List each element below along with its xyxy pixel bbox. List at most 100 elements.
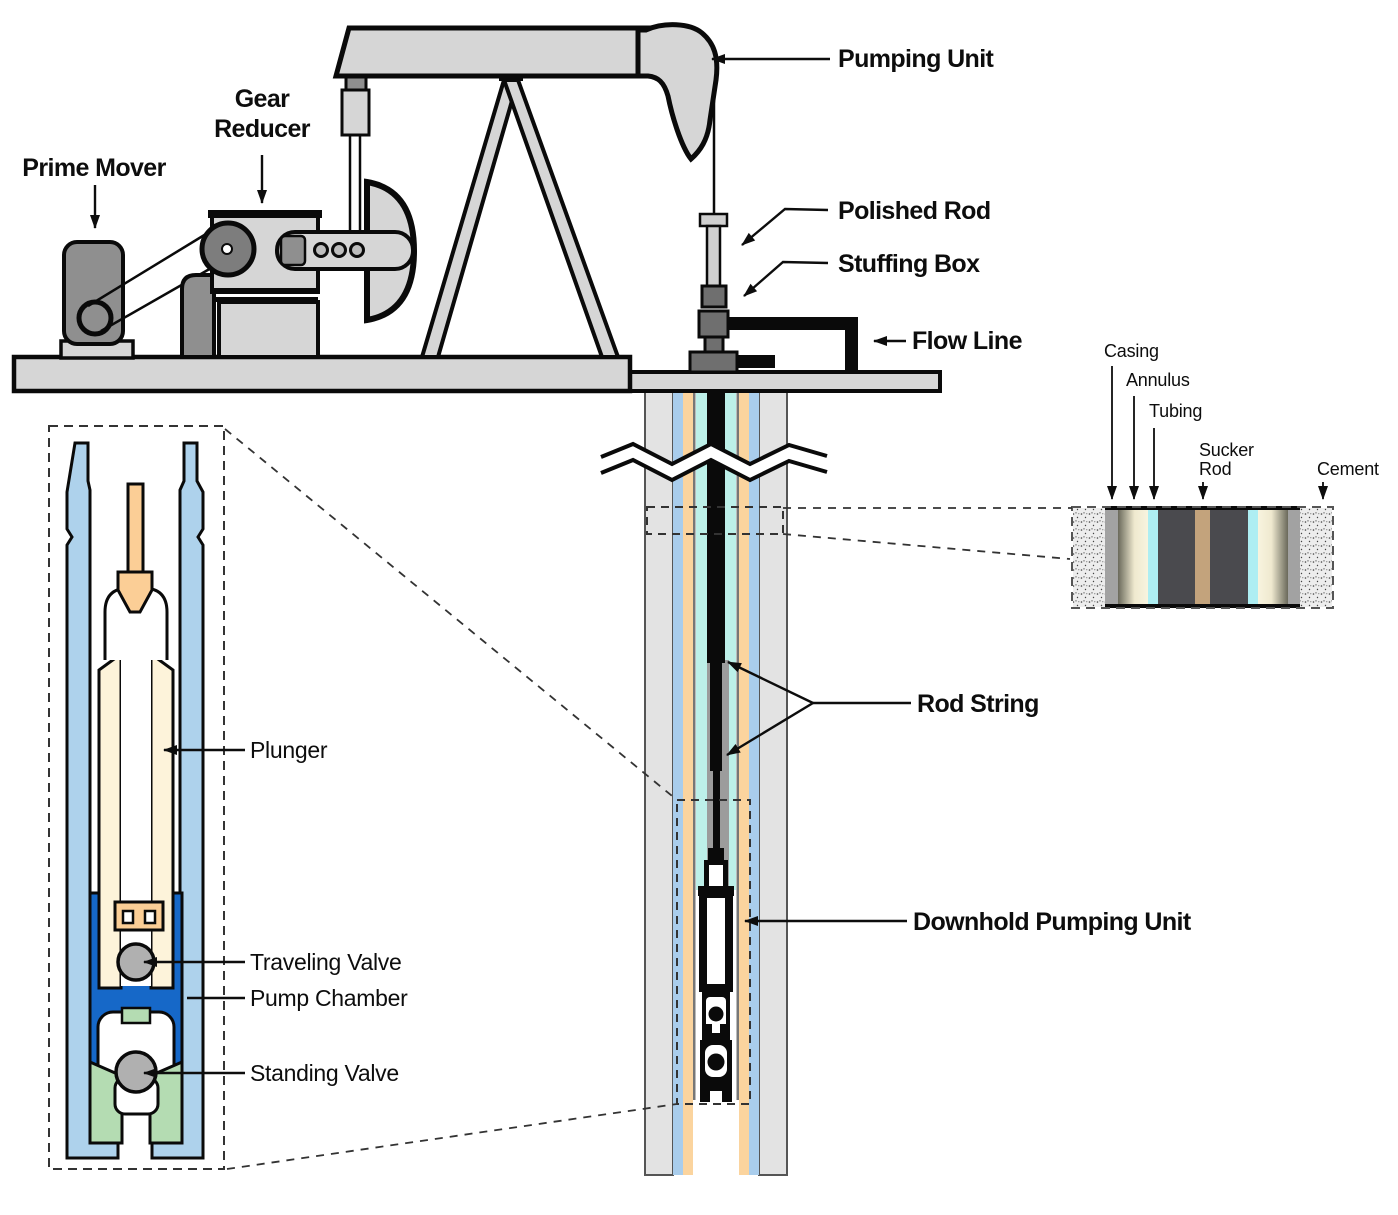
gear-reducer-top <box>208 210 322 218</box>
standing-valve-seat-top <box>120 1006 152 1025</box>
label-plunger: Plunger <box>250 737 328 763</box>
barrel-wall-left <box>65 441 120 1160</box>
pump-detail-box <box>48 425 225 1170</box>
plunger-wall-left <box>97 651 123 990</box>
well-break-symbol <box>600 441 828 483</box>
label-downhole-pumping-unit: Downhold Pumping Unit <box>913 908 1191 936</box>
well-cross-section <box>1071 506 1334 609</box>
rod-string-lower <box>713 771 720 851</box>
beam-end-cap <box>344 75 368 92</box>
xsec-sucker-rod <box>1195 509 1210 606</box>
annulus-band-left <box>673 391 683 1175</box>
pump-detail <box>48 425 225 1170</box>
flow-line-pipe-top <box>727 317 858 330</box>
connector-xsec-bottom <box>782 533 1071 560</box>
label-pumping-unit: Pumping Unit <box>838 45 994 73</box>
label-tubing: Tubing <box>1149 401 1203 421</box>
magnifier-connectors <box>224 428 1072 1170</box>
downhole-pump <box>698 848 734 1102</box>
tubing-fluid-right <box>725 391 736 890</box>
xsec-top-edge <box>1105 506 1300 510</box>
yoke-slot-2 <box>143 909 157 925</box>
sheave-center <box>221 243 233 255</box>
gear-reducer-stripe-1 <box>212 288 318 293</box>
rod-string-arrow-1 <box>727 660 814 705</box>
label-casing: Casing <box>1104 341 1159 361</box>
seat-green-left <box>88 1059 124 1145</box>
cement-left <box>1073 508 1105 607</box>
rod-string-upper <box>707 391 725 663</box>
crank-hub <box>279 234 307 267</box>
detail-sucker-rod <box>126 482 145 576</box>
flow-line-pipe-down <box>845 330 858 373</box>
label-arrows <box>90 54 911 1078</box>
annulus-band-right <box>749 391 759 1175</box>
label-annulus: Annulus <box>1126 370 1190 390</box>
samson-post-left-leg <box>419 78 521 359</box>
crosssection-highlight-box <box>646 506 784 535</box>
seat-green-right <box>148 1059 184 1145</box>
pumping-unit-machine <box>59 22 720 360</box>
connector-detail-bottom <box>226 1103 678 1170</box>
label-traveling-valve: Traveling Valve <box>250 949 402 975</box>
xsec-fluid-right <box>1210 509 1248 606</box>
xsec-tubing-right <box>1248 509 1258 606</box>
plunger-bore <box>121 656 151 986</box>
polished-rod <box>705 224 722 288</box>
gear-reducer-lower <box>217 300 320 359</box>
label-flow-line: Flow Line <box>912 327 1022 355</box>
xsec-label-arrows <box>1107 366 1328 500</box>
annulus-fluid-right <box>739 391 749 1175</box>
tubing-wall-right <box>736 391 739 1100</box>
gear-reducer-stripe-2 <box>212 297 318 302</box>
label-sucker-rod: Sucker Rod <box>1199 440 1254 479</box>
stuffing-box-upper <box>700 284 728 309</box>
wellhead <box>688 212 858 374</box>
label-pump-chamber: Pump Chamber <box>250 985 408 1011</box>
crank-hole-1 <box>313 242 329 258</box>
crank-hole-2 <box>331 242 347 258</box>
label-stuffing-box: Stuffing Box <box>838 250 980 278</box>
label-gear-reducer: Gear Reducer <box>214 85 310 143</box>
pump-highlight-box <box>676 799 751 1105</box>
tubing-fluid-left <box>696 391 707 890</box>
valve-rod-plug <box>116 570 154 614</box>
label-rod-string: Rod String <box>917 690 1039 718</box>
cement-right <box>1300 508 1332 607</box>
tubing-wall-left <box>693 391 696 1100</box>
xsec-bottom-edge <box>1105 604 1300 608</box>
pumpjack-base-skid <box>11 354 633 394</box>
label-polished-rod: Polished Rod <box>838 197 991 225</box>
casing-right <box>758 390 788 1176</box>
label-standing-valve: Standing Valve <box>250 1060 399 1086</box>
xsec-fluid-left <box>1158 509 1195 606</box>
polished-rod-clamp <box>698 212 729 228</box>
belt-line-1 <box>87 232 207 308</box>
stuffing-box-base <box>688 350 739 374</box>
connector-detail-top <box>224 428 678 801</box>
plunger-wall-right <box>149 651 175 990</box>
gear-reducer-support <box>180 273 216 359</box>
wellhead-platform <box>625 370 942 393</box>
casing-left <box>644 390 674 1176</box>
label-prime-mover: Prime Mover <box>22 154 166 182</box>
wellbore <box>600 390 828 1176</box>
xsec-casing-left <box>1105 509 1118 606</box>
xsec-annulus-left <box>1118 509 1148 606</box>
open-hole <box>693 1100 739 1174</box>
crank-hole-3 <box>349 242 365 258</box>
polished-rod-arrow <box>741 207 829 246</box>
xsec-tubing-left <box>1148 509 1158 606</box>
stuffing-box-mid <box>697 309 730 339</box>
equalizer-hanger <box>340 88 371 137</box>
xsec-casing-right <box>1288 509 1300 606</box>
rod-string-mid <box>710 663 722 771</box>
xsec-annulus-right <box>1258 509 1288 606</box>
yoke-slot-1 <box>121 909 135 925</box>
barrel-wall-right <box>150 441 205 1160</box>
flow-line-pipe-stub <box>727 355 775 368</box>
stuffing-box-arrow <box>743 260 829 297</box>
label-cement: Cement <box>1317 459 1379 479</box>
